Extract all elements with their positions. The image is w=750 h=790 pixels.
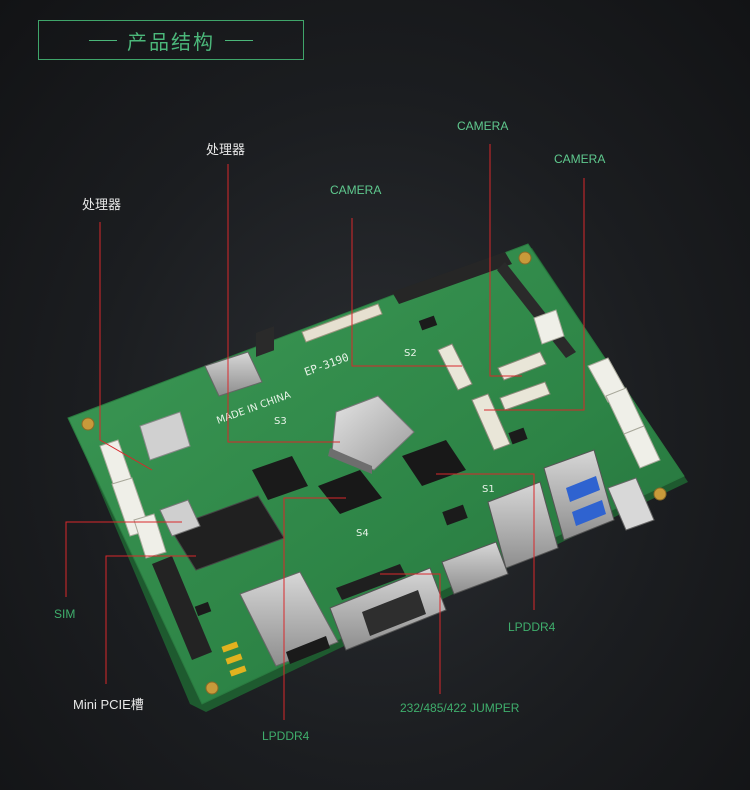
ribbon-connector-top <box>301 303 383 343</box>
board-s2-text: S2 <box>404 348 417 359</box>
leader-processor-left <box>99 222 153 471</box>
gpio-header-top <box>392 252 512 304</box>
leader-processor-top <box>227 164 340 443</box>
section-title-box: 产品结构 <box>38 20 304 60</box>
small-components <box>194 315 528 617</box>
leader-lpddr4-bottom <box>283 497 346 720</box>
label-lpddr4-right: LPDDR4 <box>508 620 556 634</box>
label-camera-2: CAMERA <box>457 119 509 133</box>
usb2-ports <box>487 481 559 569</box>
leader-lines <box>65 144 585 720</box>
board-s3-text: S3 <box>274 416 287 427</box>
board-s4-text: S4 <box>356 528 369 539</box>
jumper-header <box>336 564 406 600</box>
left-pin-header <box>152 556 212 660</box>
label-processor-left: 处理器 <box>82 197 122 212</box>
title-dash-left <box>89 39 117 41</box>
leader-jumper <box>380 573 441 694</box>
label-lpddr4-bottom: LPDDR4 <box>262 729 310 743</box>
camera-connector-3 <box>471 393 511 451</box>
wifi-module <box>139 411 191 461</box>
label-sim: SIM <box>54 607 76 621</box>
title-dash-right <box>225 39 253 41</box>
right-connectors <box>533 309 661 469</box>
label-jumper: 232/485/422 JUMPER <box>400 701 520 715</box>
leader-sim <box>65 521 182 597</box>
leader-camera-3 <box>484 178 585 411</box>
yellow-jumpers <box>221 641 247 677</box>
board-s1-text: S1 <box>482 484 495 495</box>
leader-mini-pcie <box>105 555 196 684</box>
leader-camera-1 <box>351 218 462 367</box>
camera-connector-1 <box>437 343 473 391</box>
dc-power-jack <box>607 477 655 531</box>
mounting-holes <box>81 251 667 695</box>
emmc-chip <box>252 456 308 500</box>
sim-slot <box>159 499 201 537</box>
leader-camera-2 <box>489 144 522 377</box>
label-processor-top: 处理器 <box>206 142 246 157</box>
soc-chip <box>331 395 415 471</box>
label-camera-3: CAMERA <box>554 152 606 166</box>
section-title: 产品结构 <box>127 29 215 54</box>
camera-connector-4 <box>499 381 551 411</box>
leader-lpddr4-right <box>436 473 535 610</box>
sd-card-slot <box>204 351 263 397</box>
battery-holder <box>256 326 274 357</box>
hdmi-port <box>441 541 509 595</box>
label-camera-1: CAMERA <box>330 183 382 197</box>
lpddr4-chip-left <box>318 470 382 514</box>
label-mini-pcie: Mini PCIE槽 <box>73 697 144 712</box>
